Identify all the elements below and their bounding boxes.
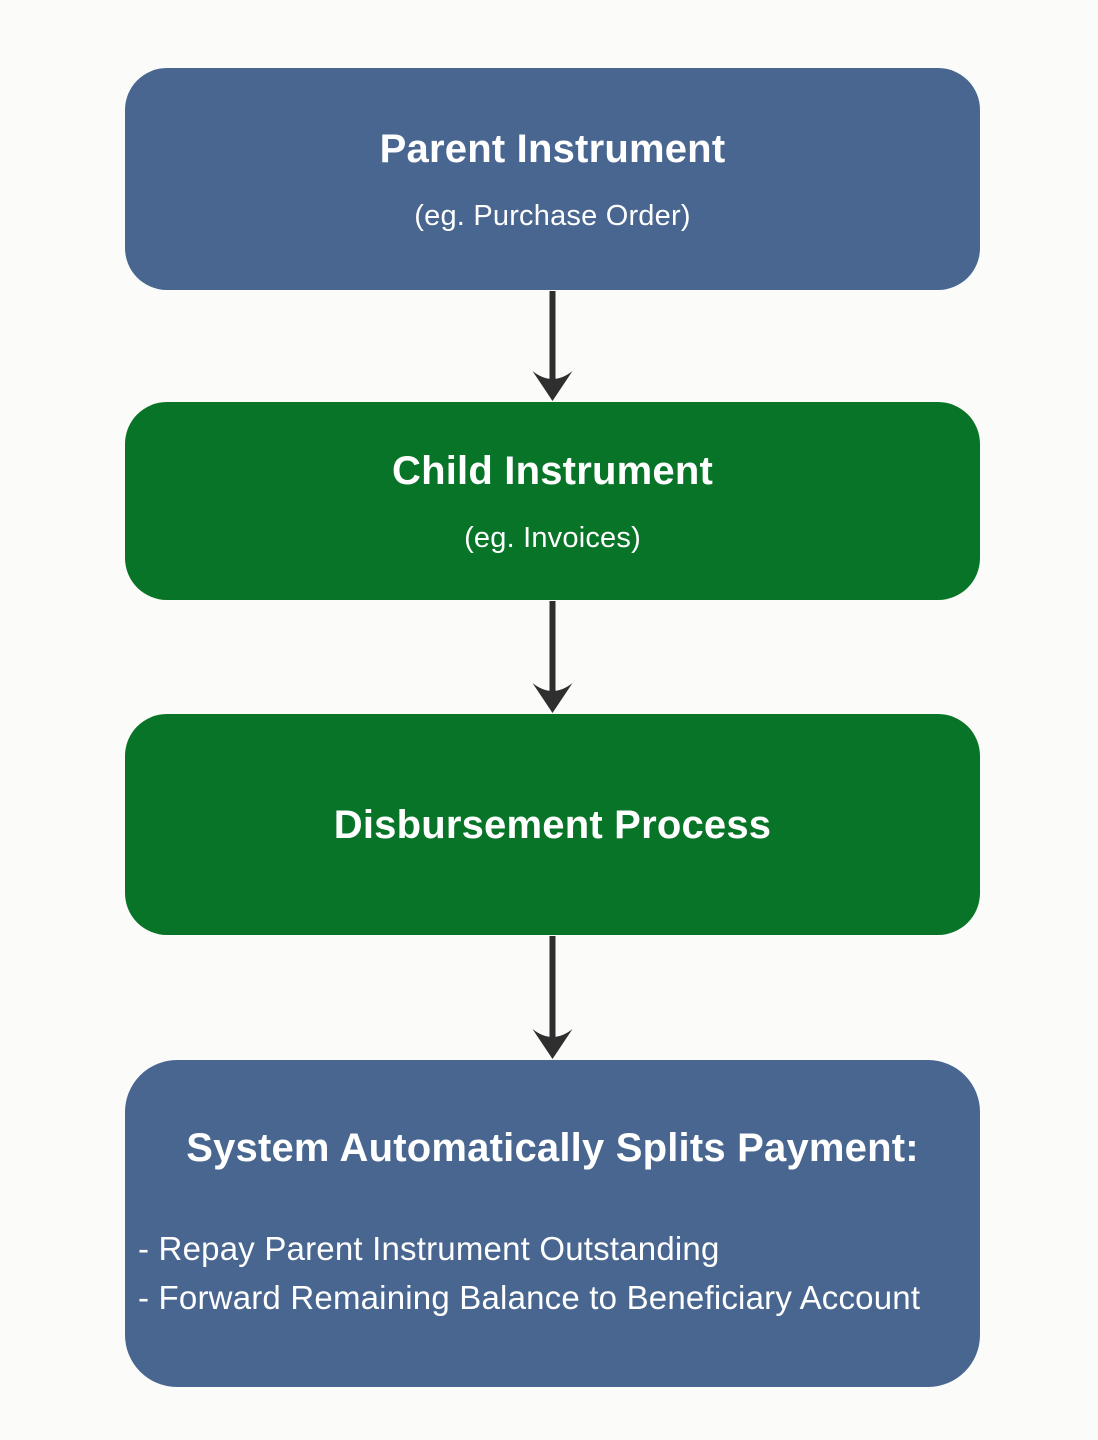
arrow-disbursement-to-split bbox=[532, 936, 573, 1059]
split-payment-bullet-repay: - Repay Parent Instrument Outstanding bbox=[138, 1230, 720, 1267]
node-parent-instrument-title: Parent Instrument bbox=[379, 126, 726, 171]
node-disbursement-process-title: Disbursement Process bbox=[333, 802, 772, 847]
node-child-instrument: Child Instrument (eg. Invoices) bbox=[125, 402, 980, 600]
split-payment-bullet-forward: - Forward Remaining Balance to Beneficia… bbox=[138, 1278, 921, 1316]
arrow-parent-to-child bbox=[532, 291, 573, 401]
node-child-instrument-subtitle: (eg. Invoices) bbox=[464, 521, 641, 554]
node-split-payment-title: System Automatically Splits Payment: bbox=[186, 1126, 919, 1170]
arrow-child-to-disbursement bbox=[532, 601, 573, 713]
node-disbursement-process: Disbursement Process bbox=[125, 714, 980, 935]
node-parent-instrument: Parent Instrument (eg. Purchase Order) bbox=[125, 68, 980, 290]
node-split-payment-bullets: - Repay Parent Instrument Outstanding - … bbox=[125, 1225, 980, 1322]
node-parent-instrument-subtitle: (eg. Purchase Order) bbox=[414, 199, 691, 232]
node-split-payment: System Automatically Splits Payment: - R… bbox=[125, 1060, 980, 1387]
node-child-instrument-title: Child Instrument bbox=[392, 448, 713, 493]
